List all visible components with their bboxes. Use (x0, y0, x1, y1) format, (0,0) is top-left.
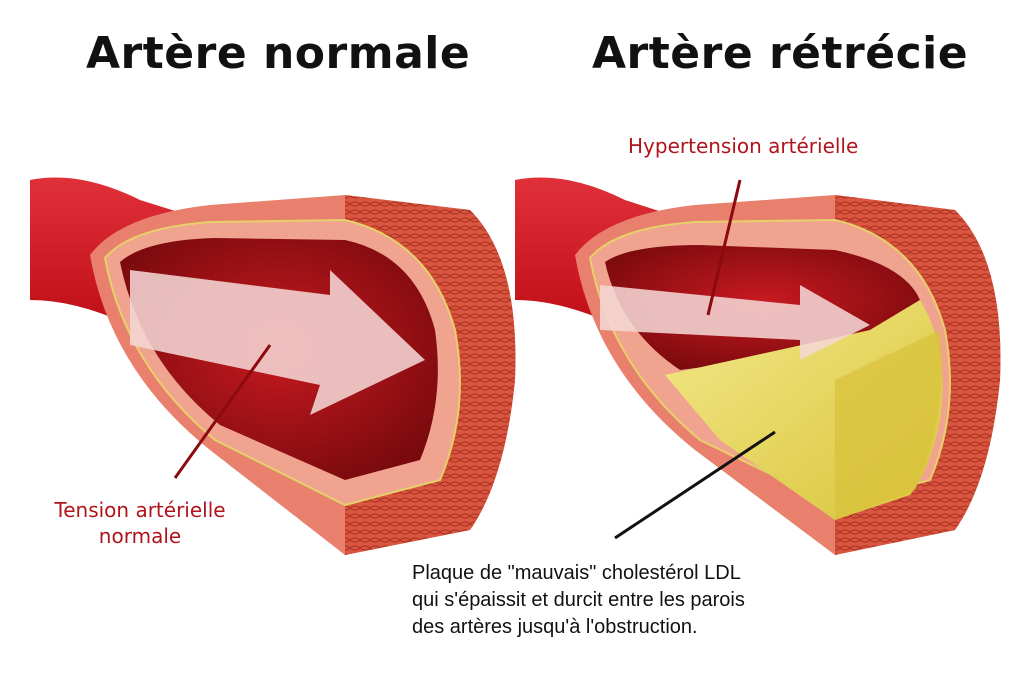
blood-flow-arrow-icon (130, 270, 425, 415)
caption-plaque-line2: qui s'épaissit et durcit entre les paroi… (412, 589, 745, 611)
label-hypertension: Hypertension artérielle (628, 134, 859, 158)
label-normal-tension: Tension artérielle normale (30, 497, 250, 549)
normal-artery (30, 177, 516, 555)
title-normal-artery: Artère normale (86, 28, 471, 79)
label-normal-tension-line1: Tension artérielle (54, 498, 226, 522)
title-narrowed-artery: Artère rétrécie (592, 28, 969, 79)
caption-plaque-line1: Plaque de "mauvais" cholestérol LDL (412, 562, 741, 584)
narrowed-artery (515, 177, 1001, 555)
label-normal-tension-line2: normale (98, 524, 182, 548)
restricted-flow-arrow-icon (600, 285, 870, 360)
caption-plaque: Plaque de "mauvais" cholestérol LDL qui … (412, 560, 745, 641)
caption-plaque-line3: des artères jusqu'à l'obstruction. (412, 616, 698, 638)
